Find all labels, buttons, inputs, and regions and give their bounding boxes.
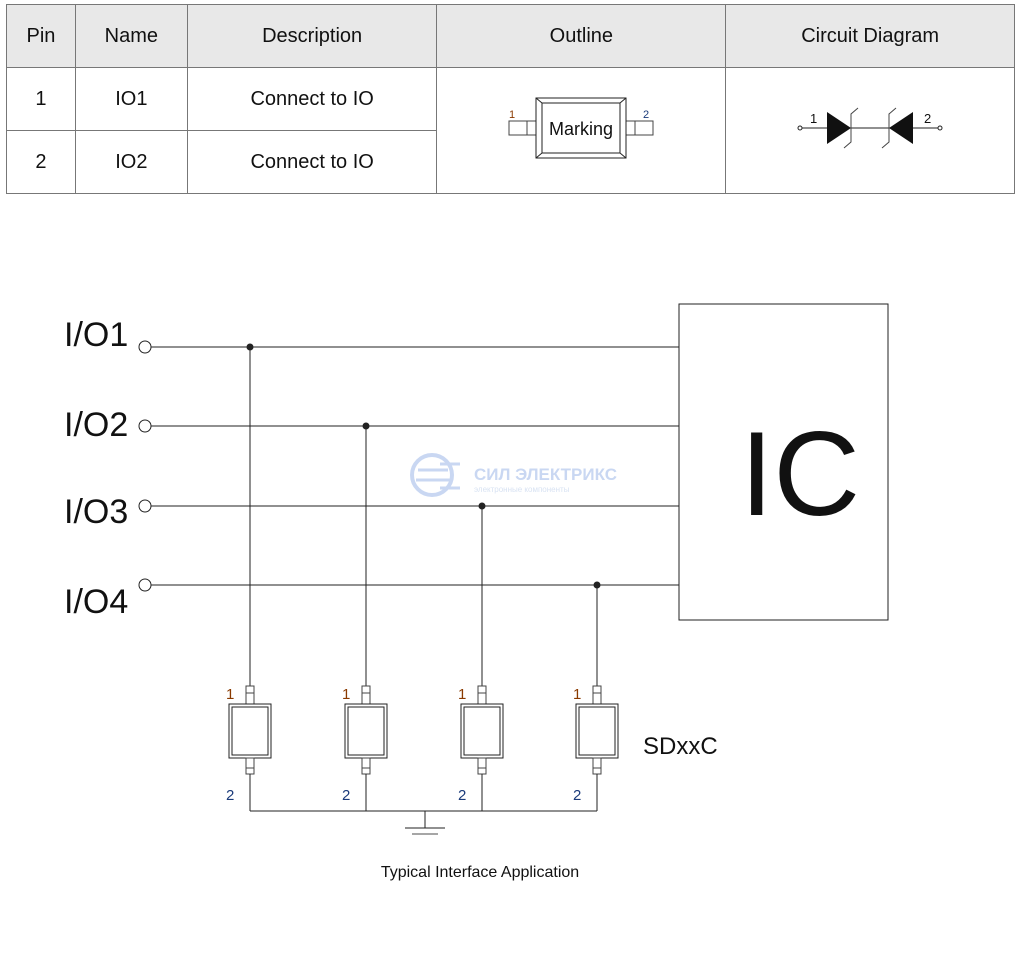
tvs-device: 12: [342, 426, 388, 811]
svg-text:электронные компоненты: электронные компоненты: [474, 485, 570, 494]
pin-table: Pin Name Description Outline Circuit Dia…: [6, 4, 1015, 194]
tvs-diode-symbol: 1 2: [797, 107, 943, 148]
io-label: I/O4: [64, 583, 128, 621]
pin-cell: 2: [6, 130, 76, 194]
device-pin2-label: 2: [573, 787, 581, 804]
tvs-device: 12: [226, 347, 272, 811]
table-row: 1 IO1 Connect to IO Marking 1 2: [6, 67, 1015, 194]
io-label: I/O2: [64, 406, 128, 444]
io-terminal: [138, 578, 152, 592]
header-circuit-diagram: Circuit Diagram: [725, 4, 1015, 68]
ic-label: IC: [740, 407, 860, 541]
device-label: SDxxC: [643, 733, 718, 760]
tvs-device: 12: [458, 506, 504, 811]
table-row: 2 IO2 Connect to IO: [6, 130, 1015, 194]
name-cell: IO2: [74, 130, 188, 194]
device-pin1-label: 1: [573, 686, 581, 703]
marking-label: Marking: [549, 119, 613, 139]
header-pin: Pin: [6, 4, 76, 68]
outline-cell: Marking 1 2: [436, 67, 727, 194]
outline-pin2-label: 2: [643, 109, 649, 121]
device-pin2-label: 2: [226, 787, 234, 804]
header-outline: Outline: [436, 4, 727, 68]
watermark-logo: СИЛ ЭЛЕКТРИКС электронные компоненты: [410, 453, 617, 497]
ic-box: [678, 303, 889, 621]
tvs-device: 12: [573, 585, 619, 811]
ground-symbol: [250, 810, 597, 835]
io-lines: I/O1I/O2I/O3I/O4: [64, 316, 679, 621]
header-name: Name: [74, 4, 188, 68]
device-pin2-label: 2: [342, 787, 350, 804]
io-label: I/O3: [64, 493, 128, 531]
table-header-row: Pin Name Description Outline Circuit Dia…: [6, 4, 1015, 68]
io-terminal: [138, 419, 152, 433]
io-terminal: [138, 340, 152, 354]
device-pin2-label: 2: [458, 787, 466, 804]
io-label: I/O1: [64, 316, 128, 354]
device-pin1-label: 1: [342, 686, 350, 703]
circuit-pin2-label: 2: [924, 111, 931, 126]
description-cell: Connect to IO: [186, 130, 438, 194]
svg-text:СИЛ ЭЛЕКТРИКС: СИЛ ЭЛЕКТРИКС: [474, 465, 617, 484]
outline-pin1-label: 1: [509, 109, 515, 121]
device-pin1-label: 1: [226, 686, 234, 703]
circuit-pin1-label: 1: [810, 111, 817, 126]
caption: Typical Interface Application: [381, 864, 579, 881]
device-pin1-label: 1: [458, 686, 466, 703]
description-cell: Connect to IO: [186, 67, 438, 131]
io-terminal: [138, 499, 152, 513]
package-outline-drawing: Marking 1 2: [508, 97, 654, 158]
circuit-cell: 1 2: [725, 67, 1015, 194]
